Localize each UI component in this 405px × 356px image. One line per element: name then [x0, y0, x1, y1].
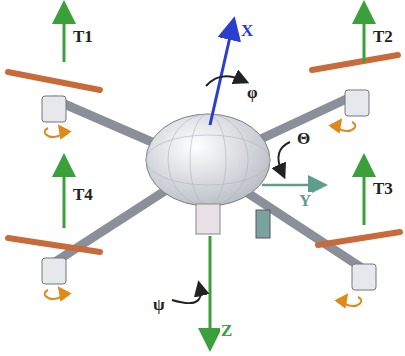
angle-label: Θ — [296, 130, 311, 147]
axis-label: Y — [298, 192, 312, 209]
thrust-label: T1 — [72, 28, 94, 45]
thrust-label: T2 — [372, 28, 394, 45]
axis-label: Z — [220, 322, 233, 339]
angle-label: ψ — [152, 296, 166, 313]
angle-label: φ — [246, 84, 259, 101]
thrust-label: T4 — [72, 186, 94, 203]
thrust-label: T3 — [372, 180, 394, 197]
axis-label: X — [240, 22, 254, 39]
